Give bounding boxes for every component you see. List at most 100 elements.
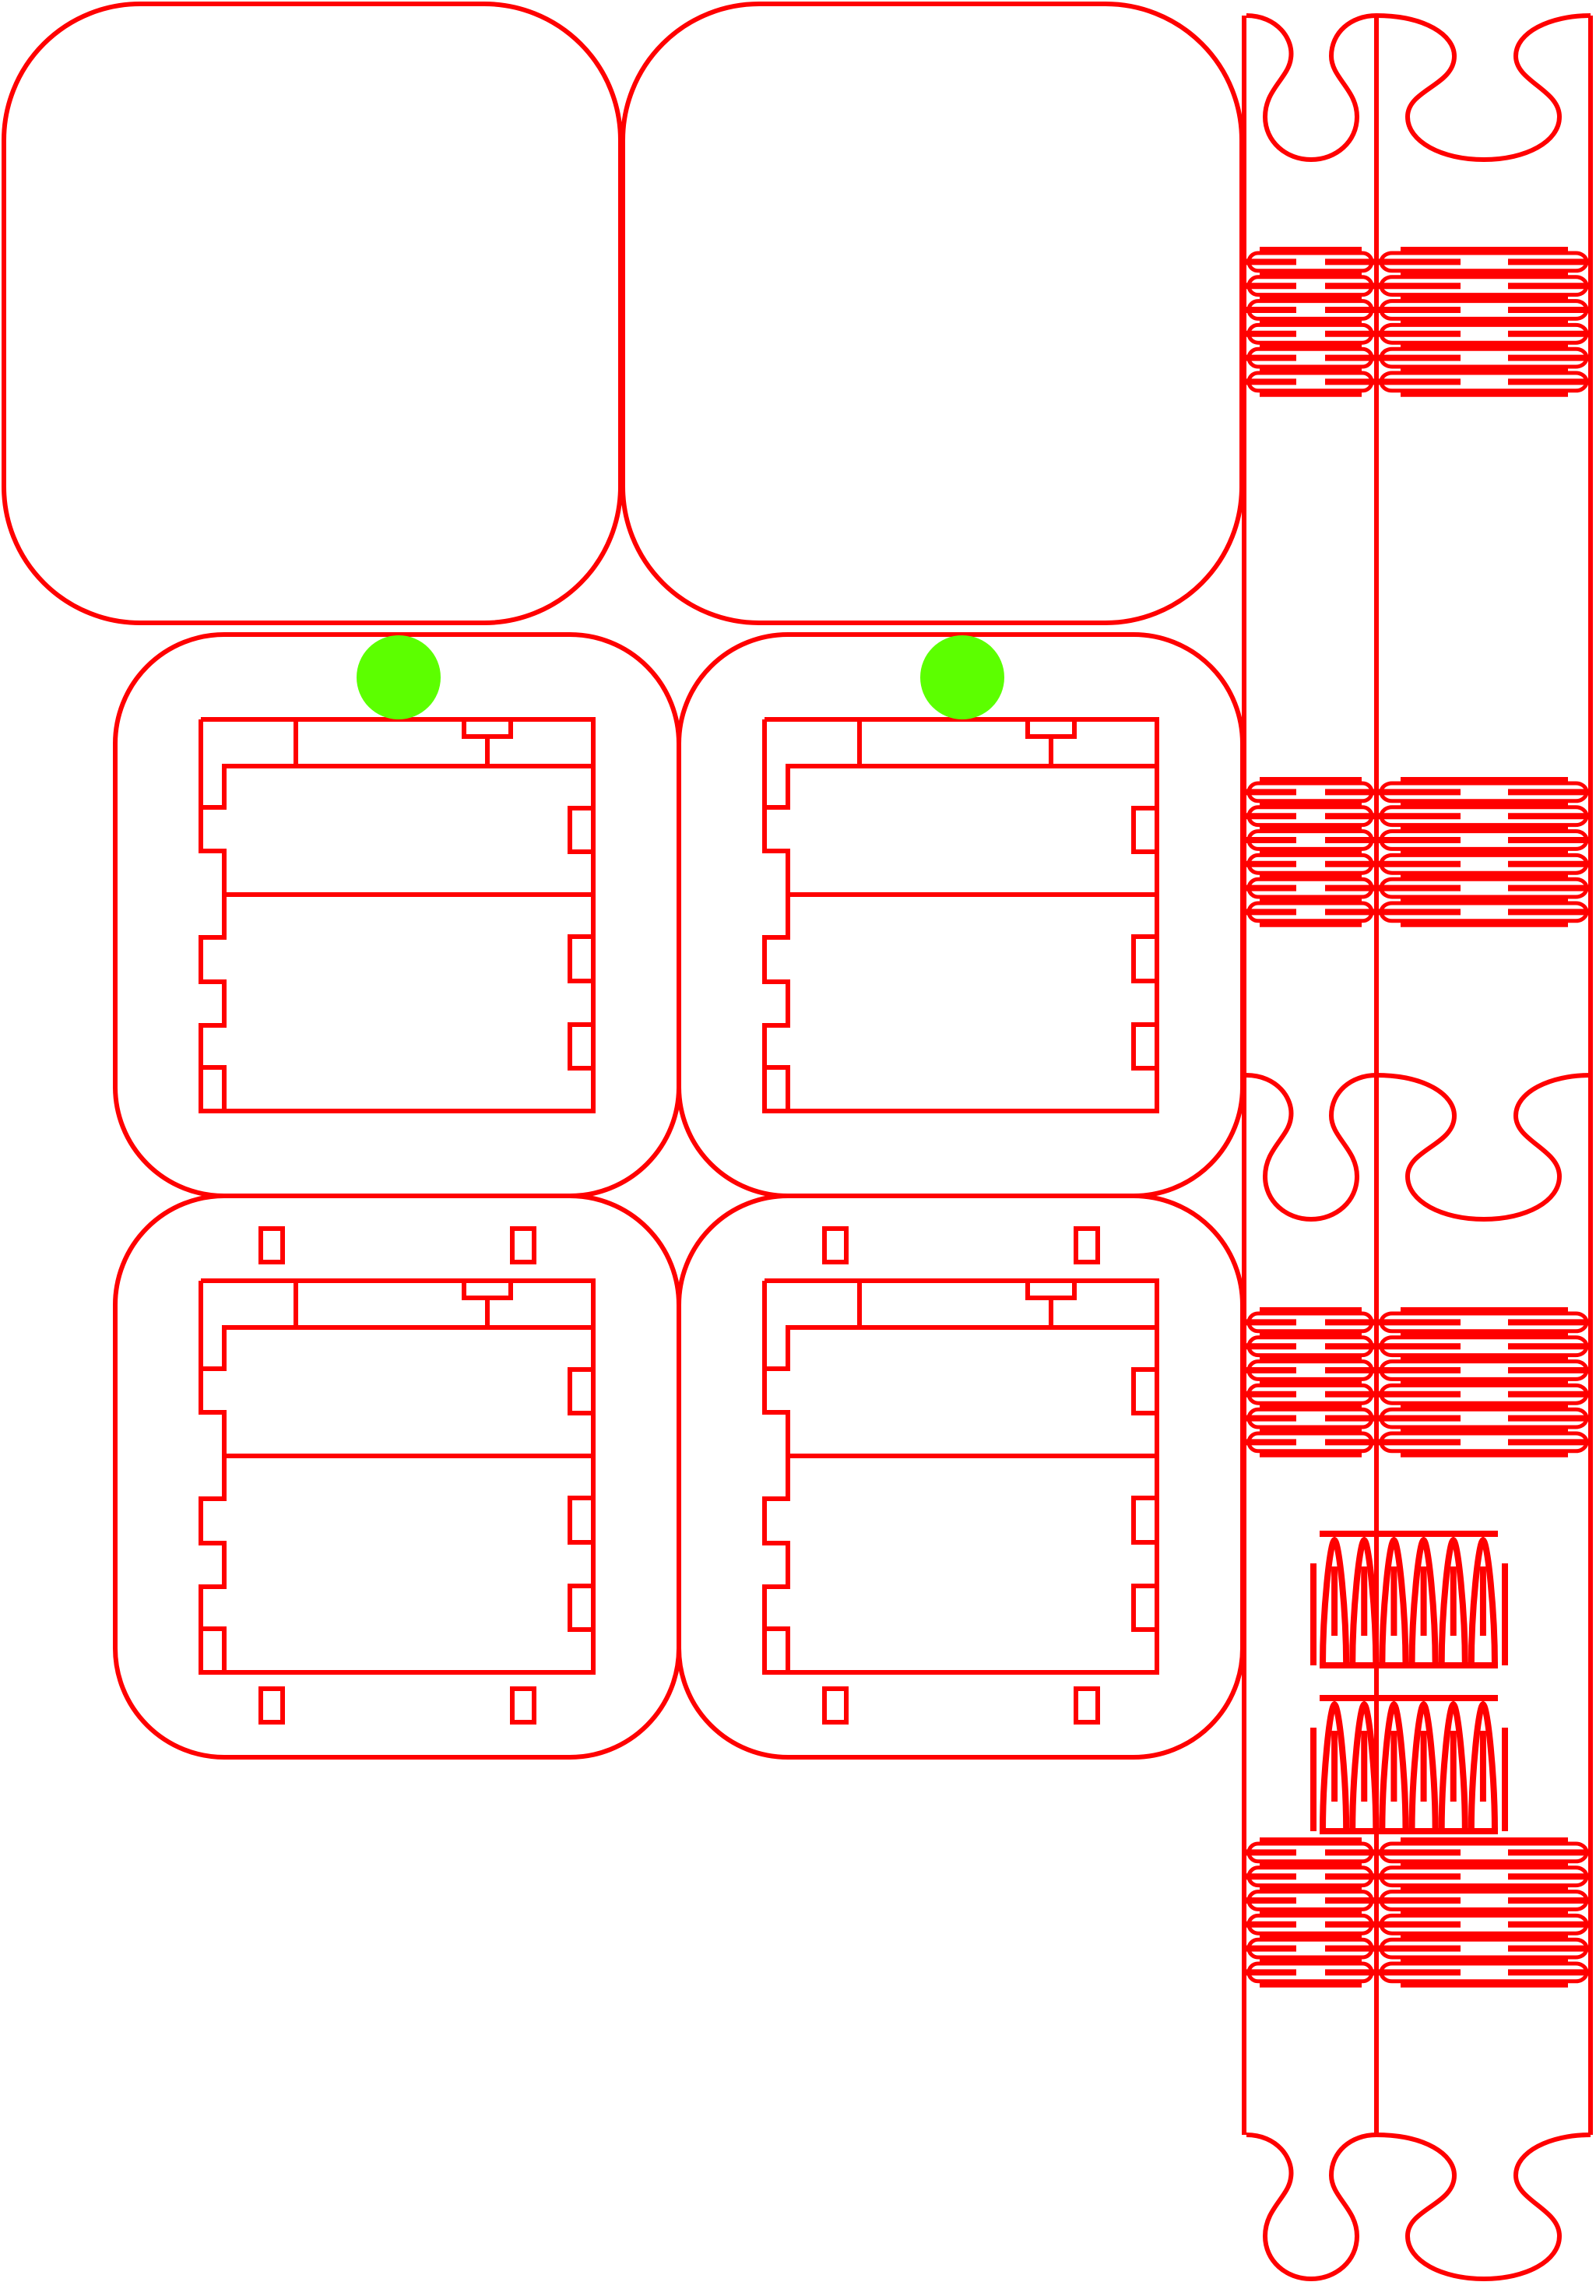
flex-loop	[1379, 1913, 1589, 1936]
flex-loop	[1246, 1407, 1374, 1429]
right-tab	[1131, 1022, 1157, 1071]
puzzle-hook-left	[1246, 13, 1377, 163]
flex-loop	[1246, 346, 1374, 369]
flex-loop	[1379, 1865, 1589, 1888]
top-tab	[462, 717, 513, 739]
puzzle-hook-right	[1376, 2133, 1591, 2282]
inner-frame-outline	[762, 1278, 1159, 1675]
mounting-slot	[258, 1226, 285, 1264]
puzzle-hook-1	[1246, 13, 1591, 163]
flex-loop	[1379, 781, 1589, 803]
flex-loop	[1246, 853, 1374, 875]
flex-loop	[1379, 275, 1589, 297]
flex-loop	[1379, 877, 1589, 899]
flex-loop	[1246, 1311, 1374, 1334]
flex-loop	[1246, 275, 1374, 297]
flex-loop	[1379, 251, 1589, 273]
flex-loop	[1379, 1359, 1589, 1381]
inner-frame-outline	[199, 717, 596, 1113]
puzzle-hook-left	[1246, 1073, 1377, 1222]
flex-loop	[1379, 901, 1589, 923]
flex-loop	[1379, 322, 1589, 345]
right-tab	[1131, 1496, 1157, 1545]
flexure-zone-4	[1244, 1837, 1591, 1988]
box-panel-4	[677, 1194, 1245, 1760]
flex-loop	[1379, 1841, 1589, 1864]
right-tab	[1131, 1367, 1157, 1415]
meander-spring-2	[1310, 1695, 1508, 1834]
flex-loop	[1246, 829, 1374, 851]
rounded-panel	[2, 2, 623, 625]
puzzle-hook-2	[1246, 1073, 1591, 1222]
spring-loop	[1408, 1536, 1439, 1666]
flexure-zone-3	[1244, 1307, 1591, 1457]
flex-loop	[1379, 1407, 1589, 1429]
flex-loop	[1246, 1937, 1374, 1960]
spring-loop	[1408, 1700, 1439, 1832]
flex-loop	[1246, 781, 1374, 803]
flex-loop	[1246, 1359, 1374, 1381]
flex-loop	[1379, 1961, 1589, 1984]
inner-frame-outline	[762, 717, 1159, 1113]
flex-loop	[1246, 1335, 1374, 1358]
puzzle-hook-right	[1376, 1073, 1591, 1222]
puzzle-hook-3	[1246, 2133, 1591, 2282]
flex-loop	[1246, 1913, 1374, 1936]
flex-loop	[1246, 299, 1374, 321]
flex-loop	[1379, 299, 1589, 321]
registration-marker	[357, 635, 441, 719]
box-panel-3	[113, 1194, 681, 1760]
flex-loop	[1379, 829, 1589, 851]
spring-loop	[1349, 1536, 1380, 1666]
mounting-slot	[1074, 1686, 1100, 1725]
registration-marker	[920, 635, 1004, 719]
spring-loop	[1468, 1700, 1498, 1832]
flex-loop	[1246, 1961, 1374, 1984]
mounting-slot	[822, 1226, 849, 1264]
top-tab	[1025, 1278, 1077, 1300]
flex-loop	[1246, 322, 1374, 345]
mounting-slot	[1074, 1226, 1100, 1264]
flex-loop	[1379, 805, 1589, 828]
puzzle-hook-right	[1376, 13, 1591, 163]
right-tab	[568, 1584, 593, 1632]
right-tab	[1131, 934, 1157, 983]
flex-loop	[1379, 346, 1589, 369]
spring-loop	[1438, 1700, 1468, 1832]
flex-loop	[1379, 1383, 1589, 1405]
top-tab	[462, 1278, 513, 1300]
flexure-zone-2	[1244, 777, 1591, 927]
flex-loop	[1246, 1383, 1374, 1405]
flex-loop	[1379, 1937, 1589, 1960]
inner-frame-outline	[199, 1278, 596, 1675]
spring-loop	[1349, 1700, 1380, 1832]
rounded-panel	[620, 2, 1244, 625]
spring-loop	[1320, 1700, 1350, 1832]
flex-loop	[1246, 877, 1374, 899]
right-tab	[1131, 806, 1157, 854]
flex-loop	[1246, 251, 1374, 273]
spring-loop	[1379, 1700, 1409, 1832]
flex-loop	[1246, 371, 1374, 393]
mounting-slot	[510, 1226, 536, 1264]
spring-loop	[1438, 1536, 1468, 1666]
puzzle-hook-left	[1246, 2133, 1377, 2282]
flex-loop	[1379, 1335, 1589, 1358]
spring-loop	[1468, 1536, 1498, 1666]
spring-loop	[1320, 1536, 1350, 1666]
right-tab	[568, 934, 593, 983]
meander-spring-1	[1310, 1531, 1508, 1668]
right-tab	[1131, 1584, 1157, 1632]
flex-loop	[1379, 853, 1589, 875]
mounting-slot	[822, 1686, 849, 1725]
top-tab	[1025, 717, 1077, 739]
mounting-slot	[510, 1686, 536, 1725]
flex-loop	[1379, 1431, 1589, 1454]
flex-loop	[1246, 805, 1374, 828]
right-tab	[568, 1496, 593, 1545]
right-tab	[568, 1367, 593, 1415]
flex-loop	[1246, 901, 1374, 923]
flex-loop	[1379, 1311, 1589, 1334]
flex-loop	[1379, 1890, 1589, 1911]
